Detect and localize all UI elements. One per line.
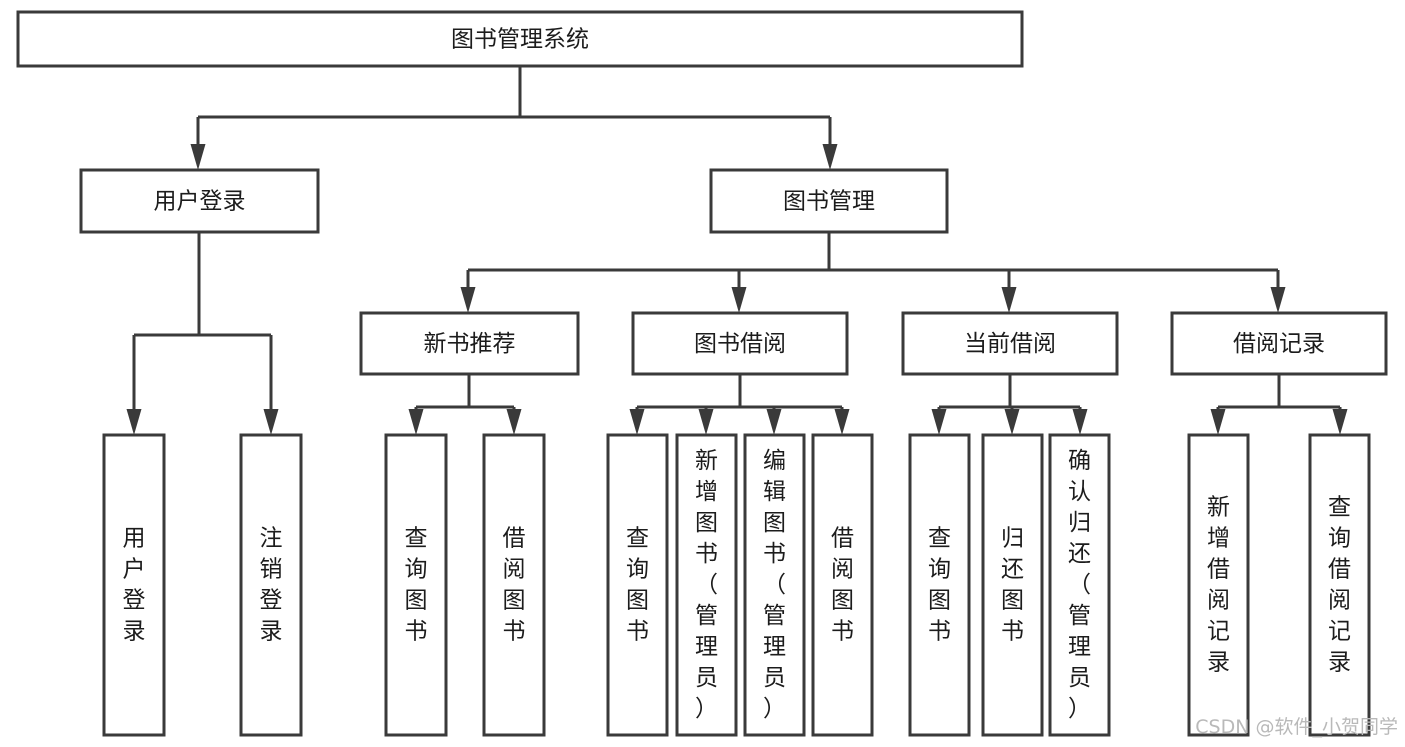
node-label: 编辑图书（管理员） <box>763 448 786 722</box>
arrow-head-icon <box>931 409 947 435</box>
node-label: 新增图书（管理员） <box>695 448 718 722</box>
node-label: 图书管理系统 <box>451 27 589 53</box>
node-current-borrow[interactable]: 当前借阅 <box>901 311 1119 376</box>
arrow-head-icon <box>766 409 782 435</box>
arrow-head-icon <box>263 409 279 435</box>
arrow-head-icon <box>1270 287 1286 313</box>
node-new-book-recommend[interactable]: 新书推荐 <box>359 311 580 376</box>
arrow-head-icon <box>506 409 522 435</box>
node-box[interactable] <box>811 433 874 737</box>
connector-bookmgmt-to-level3 <box>460 232 1286 313</box>
node-leaf-borrow-book-1[interactable]: 借阅图书 <box>482 433 546 737</box>
node-leaf-return-book[interactable]: 归还图书 <box>981 433 1044 737</box>
csdn-watermark: CSDN @软件_小贺同学 <box>1195 716 1398 738</box>
arrow-head-icon <box>1332 409 1348 435</box>
node-box[interactable] <box>384 433 448 737</box>
node-leaf-query-book-3[interactable]: 查询图书 <box>908 433 971 737</box>
connector-layer <box>126 66 1348 435</box>
connector-root-to-level2 <box>190 66 838 170</box>
node-book-borrow[interactable]: 图书借阅 <box>631 311 849 376</box>
node-label: 用户登录 <box>154 189 246 215</box>
arrow-head-icon <box>126 409 142 435</box>
node-box[interactable] <box>901 311 1119 376</box>
node-label: 归还图书 <box>1001 525 1024 644</box>
node-box[interactable] <box>239 433 303 737</box>
node-box[interactable] <box>675 433 738 737</box>
node-box[interactable] <box>743 433 806 737</box>
arrow-head-icon <box>731 287 747 313</box>
node-leaf-borrow-book-2[interactable]: 借阅图书 <box>811 433 874 737</box>
arrow-head-icon <box>629 409 645 435</box>
node-root[interactable]: 图书管理系统 <box>16 10 1024 68</box>
arrow-head-icon <box>1072 409 1088 435</box>
node-label: 用户登录 <box>123 525 146 644</box>
node-box[interactable] <box>16 10 1024 68</box>
node-leaf-add-book-admin[interactable]: 新增图书（管理员） <box>675 433 738 737</box>
arrow-head-icon <box>1210 409 1226 435</box>
node-leaf-query-book-1[interactable]: 查询图书 <box>384 433 448 737</box>
node-leaf-user-login[interactable]: 用户登录 <box>102 433 166 737</box>
node-label: 查询借阅记录 <box>1328 494 1351 675</box>
node-label: 确认归还（管理员） <box>1068 448 1091 722</box>
node-label: 图书借阅 <box>694 331 786 357</box>
connector-bookborrow-to-leaves <box>629 374 850 435</box>
connector-borrowrecord-to-leaves <box>1210 374 1348 435</box>
node-box[interactable] <box>359 311 580 376</box>
node-box[interactable] <box>1308 433 1371 737</box>
node-label: 借阅图书 <box>503 525 526 644</box>
node-label: 查询图书 <box>405 525 428 644</box>
node-leaf-add-borrow-record[interactable]: 新增借阅记录 <box>1187 433 1250 737</box>
node-leaf-confirm-return-admin[interactable]: 确认归还（管理员） <box>1048 433 1111 737</box>
connector-userlogin-to-leaves <box>126 232 279 435</box>
connector-newbook-to-leaves <box>408 374 522 435</box>
node-box[interactable] <box>1048 433 1111 737</box>
node-box[interactable] <box>631 311 849 376</box>
node-label: 当前借阅 <box>964 331 1056 357</box>
arrow-head-icon <box>1004 409 1020 435</box>
node-label: 图书管理 <box>783 189 875 215</box>
node-leaf-edit-book-admin[interactable]: 编辑图书（管理员） <box>743 433 806 737</box>
node-leaf-query-book-2[interactable]: 查询图书 <box>606 433 669 737</box>
node-box[interactable] <box>908 433 971 737</box>
node-label: 新增借阅记录 <box>1207 494 1230 675</box>
node-box[interactable] <box>1170 311 1388 376</box>
node-box[interactable] <box>102 433 166 737</box>
node-label: 借阅图书 <box>831 525 854 644</box>
node-box[interactable] <box>1187 433 1250 737</box>
node-label: 借阅记录 <box>1233 331 1325 357</box>
node-borrow-record[interactable]: 借阅记录 <box>1170 311 1388 376</box>
node-label: 查询图书 <box>928 525 951 644</box>
node-book-management[interactable]: 图书管理 <box>709 168 949 234</box>
arrow-head-icon <box>190 144 206 170</box>
node-box[interactable] <box>79 168 320 234</box>
node-box[interactable] <box>981 433 1044 737</box>
node-layer: 图书管理系统用户登录图书管理新书推荐图书借阅当前借阅借阅记录用户登录注销登录查询… <box>16 10 1388 737</box>
connector-currentborrow-to-leaves <box>931 374 1088 435</box>
node-label: 查询图书 <box>626 525 649 644</box>
arrow-head-icon <box>822 144 838 170</box>
node-box[interactable] <box>709 168 949 234</box>
node-leaf-query-borrow-record[interactable]: 查询借阅记录 <box>1308 433 1371 737</box>
arrow-head-icon <box>408 409 424 435</box>
arrow-head-icon <box>698 409 714 435</box>
node-user-login[interactable]: 用户登录 <box>79 168 320 234</box>
arrow-head-icon <box>460 287 476 313</box>
node-box[interactable] <box>606 433 669 737</box>
node-label: 新书推荐 <box>424 331 516 357</box>
node-leaf-logout-login[interactable]: 注销登录 <box>239 433 303 737</box>
arrow-head-icon <box>834 409 850 435</box>
node-box[interactable] <box>482 433 546 737</box>
node-label: 注销登录 <box>260 525 283 644</box>
arrow-head-icon <box>1001 287 1017 313</box>
